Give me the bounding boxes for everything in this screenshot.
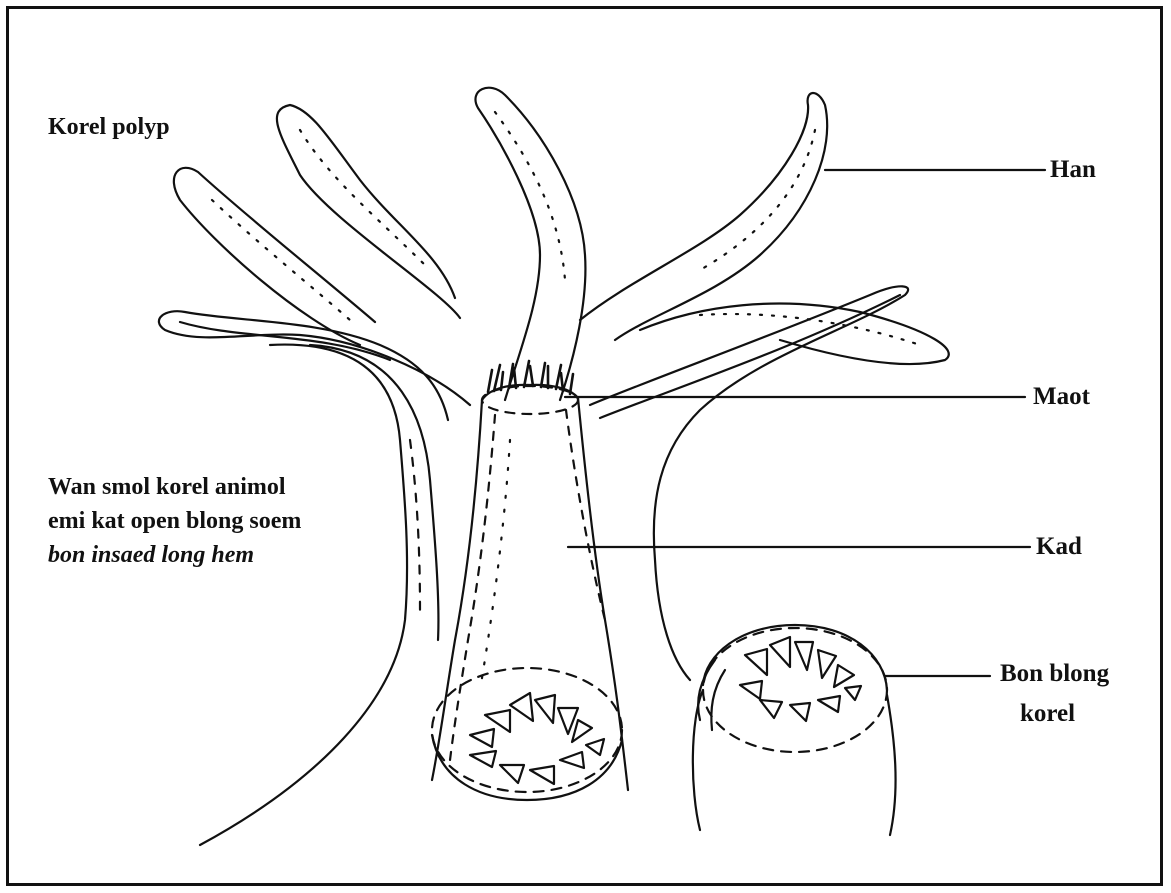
tentacle-center bbox=[475, 88, 585, 400]
label-maot: Maot bbox=[1033, 383, 1090, 411]
coral-cup-right bbox=[693, 625, 896, 835]
stalk-dots bbox=[480, 440, 510, 690]
label-han: Han bbox=[1050, 156, 1096, 184]
left-outer-body-inner bbox=[310, 345, 438, 640]
label-kad: Kad bbox=[1036, 533, 1082, 561]
tentacle-left-curl-inner bbox=[180, 322, 390, 360]
tentacle-right-top-dots bbox=[700, 130, 815, 270]
left-outer-dashes bbox=[410, 440, 420, 610]
tentacle-long-right bbox=[590, 286, 908, 680]
description-line-3: bon insaed long hem bbox=[48, 538, 301, 572]
tentacle-center-dots bbox=[495, 112, 565, 280]
label-bon-line1: Bon blong bbox=[1000, 660, 1109, 688]
stalk-right bbox=[578, 398, 628, 790]
tentacle-far-left-dots bbox=[212, 200, 350, 320]
description-line-1: Wan smol korel animol bbox=[48, 470, 301, 504]
tentacle-right-mid bbox=[640, 304, 949, 365]
left-outer-body bbox=[200, 345, 407, 845]
stalk-left-dashes bbox=[450, 415, 495, 760]
description-block: Wan smol korel animol emi kat open blong… bbox=[48, 470, 301, 572]
diagram-title: Korel polyp bbox=[48, 114, 170, 141]
stalk-left bbox=[432, 400, 482, 780]
tentacle-mid-left bbox=[277, 105, 460, 318]
tentacle-mid-left-dots bbox=[300, 130, 430, 270]
description-line-2: emi kat open blong soem bbox=[48, 504, 301, 538]
label-bon-line2: korel bbox=[1020, 700, 1075, 728]
